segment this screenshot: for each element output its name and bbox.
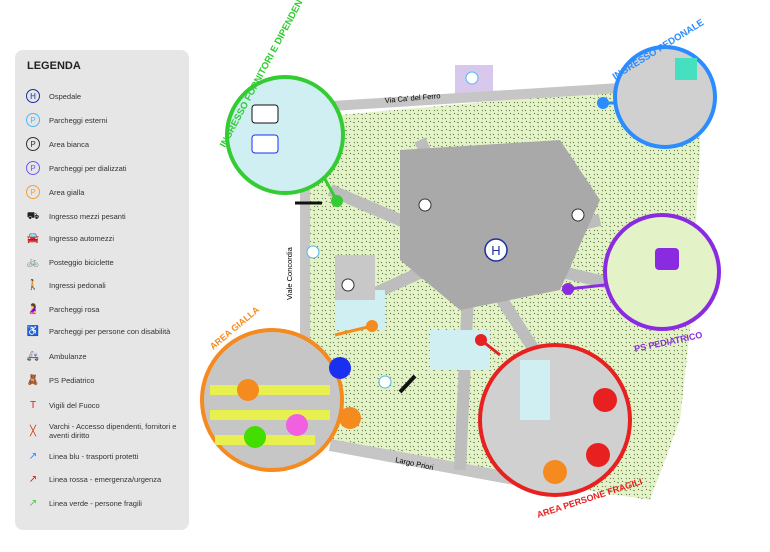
legend-item: 🚑 Ambulanze [25, 348, 87, 364]
hospital-icon: H [25, 88, 41, 104]
legend-item-label: Parcheggi per dializzati [49, 163, 127, 173]
pedestrian-entrance-arrow [398, 374, 417, 394]
parking-markers [306, 71, 585, 389]
legend-item-label: Posteggio biciclette [49, 257, 114, 267]
legend-item: 🚶 Ingressi pedonali [25, 277, 106, 293]
ambulance-icon: 🚑 [25, 348, 41, 364]
legend-item: 🤰 Parcheggi rosa [25, 301, 100, 317]
bicycle-icon-glyph: 🚲 [26, 256, 40, 268]
parking-white-area-icon: P [25, 136, 41, 152]
legend-item: ╳ Varchi - Accesso dipendenti, fornitori … [25, 422, 189, 440]
fire-brigade-icon: T [25, 397, 41, 413]
gate-icon-glyph: ╳ [29, 425, 37, 437]
legend-item: P Area bianca [25, 136, 89, 152]
legend-item-label: PS Pediatrico [49, 375, 95, 385]
main-building [400, 140, 600, 310]
hospital-icon [484, 238, 508, 262]
parking-yellow-area-icon-glyph: P [26, 185, 40, 199]
legend-item-label: Linea blu - trasporti protetti [49, 451, 139, 461]
pink-parking-icon-glyph: 🤰 [26, 303, 40, 315]
legend-item-label: Ingresso mezzi pesanti [49, 211, 126, 221]
legend-item-label: Parcheggi per persone con disabilità [49, 326, 171, 336]
gate-icon: ╳ [25, 423, 41, 439]
parking-yellow-area-icon: P [25, 184, 41, 200]
legend-item: ↗ Linea verde - persone fragili [25, 495, 142, 511]
legend-item-label: Area gialla [49, 187, 85, 197]
pedestrian-icon: 🚶 [25, 277, 41, 293]
legend-item: 🚘 Ingresso automezzi [25, 230, 114, 246]
pink-parking-icon: 🤰 [25, 301, 41, 317]
legend-item-label: Ingresso automezzi [49, 233, 115, 243]
red-line-icon-glyph: ↗ [28, 473, 38, 485]
parking-external-icon-glyph: P [26, 113, 40, 127]
legend-item-label: Parcheggi rosa [49, 304, 100, 314]
legend-item: P Parcheggi esterni [25, 112, 107, 128]
legend-item-label: Parcheggi esterni [49, 115, 108, 125]
car-icon-glyph: 🚘 [26, 232, 40, 244]
fire-brigade-icon-glyph: T [29, 399, 37, 411]
legend-item-label: Vigili del Fuoco [49, 400, 100, 410]
legend-item-label: Area bianca [49, 139, 90, 149]
legend-item: 🧸 PS Pediatrico [25, 372, 95, 388]
legend-item-label: Varchi - Accesso dipendenti, fornitori e… [49, 422, 177, 440]
hospital-icon-glyph: H [26, 89, 40, 103]
parking-external-icon: P [25, 112, 41, 128]
teddy-bear-icon-glyph: 🧸 [26, 374, 40, 386]
blue-line-icon-glyph: ↗ [28, 450, 38, 462]
teddy-bear-icon: 🧸 [25, 372, 41, 388]
red-line-icon: ↗ [25, 471, 41, 487]
truck-icon-glyph: ⛟ [26, 210, 40, 222]
street-viale-concordia: Viale Concordia [285, 246, 294, 300]
hospital-icon-letter: H [491, 243, 500, 258]
legend-item-label: Ambulanze [49, 351, 87, 361]
green-line-icon: ↗ [25, 495, 41, 511]
truck-icon: ⛟ [25, 208, 41, 224]
pedestrian-icon-glyph: 🚶 [26, 279, 40, 291]
legend-item: H Ospedale [25, 88, 81, 104]
parking-dialysis-icon: P [25, 160, 41, 176]
legend-item-label: Ingressi pedonali [49, 280, 106, 290]
legend-item: ⛟ Ingresso mezzi pesanti [25, 208, 126, 224]
legend-item-label: Linea verde - persone fragili [49, 498, 142, 508]
callout-suppliers[interactable]: INGRESSO FORNITORI E DIPENDENTI [218, 0, 345, 195]
parking-white-area-icon-glyph: P [26, 137, 40, 151]
legend-item-label: Ospedale [49, 91, 82, 101]
legend-item: T Vigili del Fuoco [25, 397, 100, 413]
blue-line-icon: ↗ [25, 448, 41, 464]
wheelchair-icon-glyph: ♿ [26, 325, 40, 337]
ambulance-icon-glyph: 🚑 [26, 350, 40, 362]
wheelchair-icon: ♿ [25, 323, 41, 339]
legend-item: 🚲 Posteggio biciclette [25, 254, 114, 270]
bicycle-icon: 🚲 [25, 254, 41, 270]
parking-dialysis-icon-glyph: P [26, 161, 40, 175]
legend-item-label: Linea rossa - emergenza/urgenza [49, 474, 162, 484]
legend-item: ♿ Parcheggi per persone con disabilità [25, 323, 171, 339]
legend-title: LEGENDA [27, 60, 81, 72]
legend-item: P Area gialla [25, 184, 84, 200]
green-line-icon-glyph: ↗ [28, 497, 38, 509]
legend-item: ↗ Linea rossa - emergenza/urgenza [25, 471, 161, 487]
legend-item: ↗ Linea blu - trasporti protetti [25, 448, 138, 464]
legend-item: P Parcheggi per dializzati [25, 160, 127, 176]
car-icon: 🚘 [25, 230, 41, 246]
callout-pedestrian[interactable]: INGRESSO PEDONALE [611, 17, 717, 149]
